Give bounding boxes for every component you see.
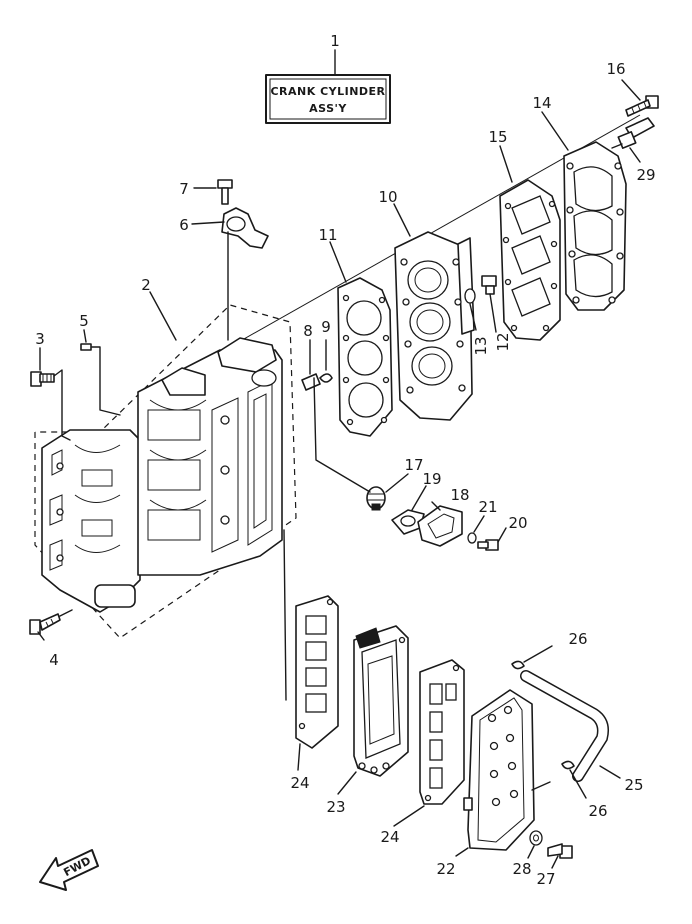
callout-5: 5: [79, 312, 89, 330]
washer-part-28: [529, 830, 543, 846]
callout-17: 17: [404, 456, 423, 474]
washer-part-21: [467, 532, 477, 544]
callout-24-left: 24: [290, 774, 309, 792]
bracket-part-6: [221, 207, 269, 341]
exhaust-gasket-part-24-left: [295, 595, 339, 749]
thermostat-part-17: [313, 377, 386, 511]
callout-26-bottom: 26: [588, 802, 607, 820]
callout-leaders: [37, 79, 641, 869]
callout-numbers: 1 2 3 4 5 6 7 8 9 10 11 12 13 14 15 16 1…: [35, 32, 655, 888]
callout-22: 22: [436, 860, 455, 878]
bolt-part-27: [547, 843, 573, 859]
plate-part-8: [301, 339, 321, 391]
callout-2: 2: [141, 276, 151, 294]
callout-10: 10: [378, 188, 397, 206]
head-gasket-part-11: [337, 277, 393, 437]
callout-23: 23: [326, 798, 345, 816]
title-line-1: CRANK CYLINDER: [270, 85, 385, 98]
callout-11: 11: [318, 226, 337, 244]
callout-6: 6: [179, 216, 189, 234]
callout-16: 16: [606, 60, 625, 78]
head-cover-gasket-part-15: [499, 179, 561, 341]
clip-part-9: [319, 339, 333, 383]
screw-part-7: [217, 179, 233, 205]
exhaust-outer-cover-part-22: [463, 689, 551, 851]
exhaust-inner-cover-part-23: [353, 625, 409, 777]
bolt-part-20: [477, 539, 499, 551]
callout-18: 18: [450, 486, 469, 504]
callout-14: 14: [532, 94, 551, 112]
callout-4: 4: [49, 651, 59, 669]
callout-12: 12: [494, 332, 512, 351]
leader-line-lower: [283, 529, 287, 701]
cylinder-head-part-10: [394, 231, 475, 421]
callout-3: 3: [35, 330, 45, 348]
callout-28: 28: [512, 860, 531, 878]
callout-13: 13: [472, 336, 490, 355]
exhaust-gasket-part-24-right: [419, 659, 465, 805]
callout-8: 8: [303, 322, 313, 340]
title-line-2: ASS'Y: [309, 102, 347, 115]
callout-27: 27: [536, 870, 555, 888]
clip-part-26-bottom: [561, 760, 587, 799]
callout-26-top: 26: [568, 630, 587, 648]
plug-part-12: [481, 275, 497, 295]
callout-15: 15: [488, 128, 507, 146]
bolt-part-16: [625, 95, 659, 117]
clip-part-26-top: [511, 645, 553, 670]
callout-9: 9: [321, 318, 331, 336]
callout-20: 20: [508, 514, 527, 532]
head-cover-part-14: [563, 141, 627, 311]
bolt-part-4: [29, 609, 73, 635]
callout-29: 29: [636, 166, 655, 184]
callout-25: 25: [624, 776, 643, 794]
bolt-part-3: [30, 369, 71, 441]
callout-19: 19: [422, 470, 441, 488]
assembly-title-box: CRANK CYLINDER ASS'Y: [265, 49, 391, 124]
callout-7: 7: [179, 180, 189, 198]
hose-part-25: [520, 670, 609, 782]
dowel-pin-part-5: [80, 343, 121, 416]
callout-1: 1: [330, 32, 340, 50]
crankcase-block: [41, 337, 283, 613]
callout-24-right: 24: [380, 828, 399, 846]
spark-plug-part-29: [611, 117, 655, 149]
thermostat-cover-part-18: [417, 505, 463, 547]
callout-21: 21: [478, 498, 497, 516]
forward-arrow-icon: FWD: [39, 849, 99, 891]
washer-part-13: [464, 288, 476, 304]
